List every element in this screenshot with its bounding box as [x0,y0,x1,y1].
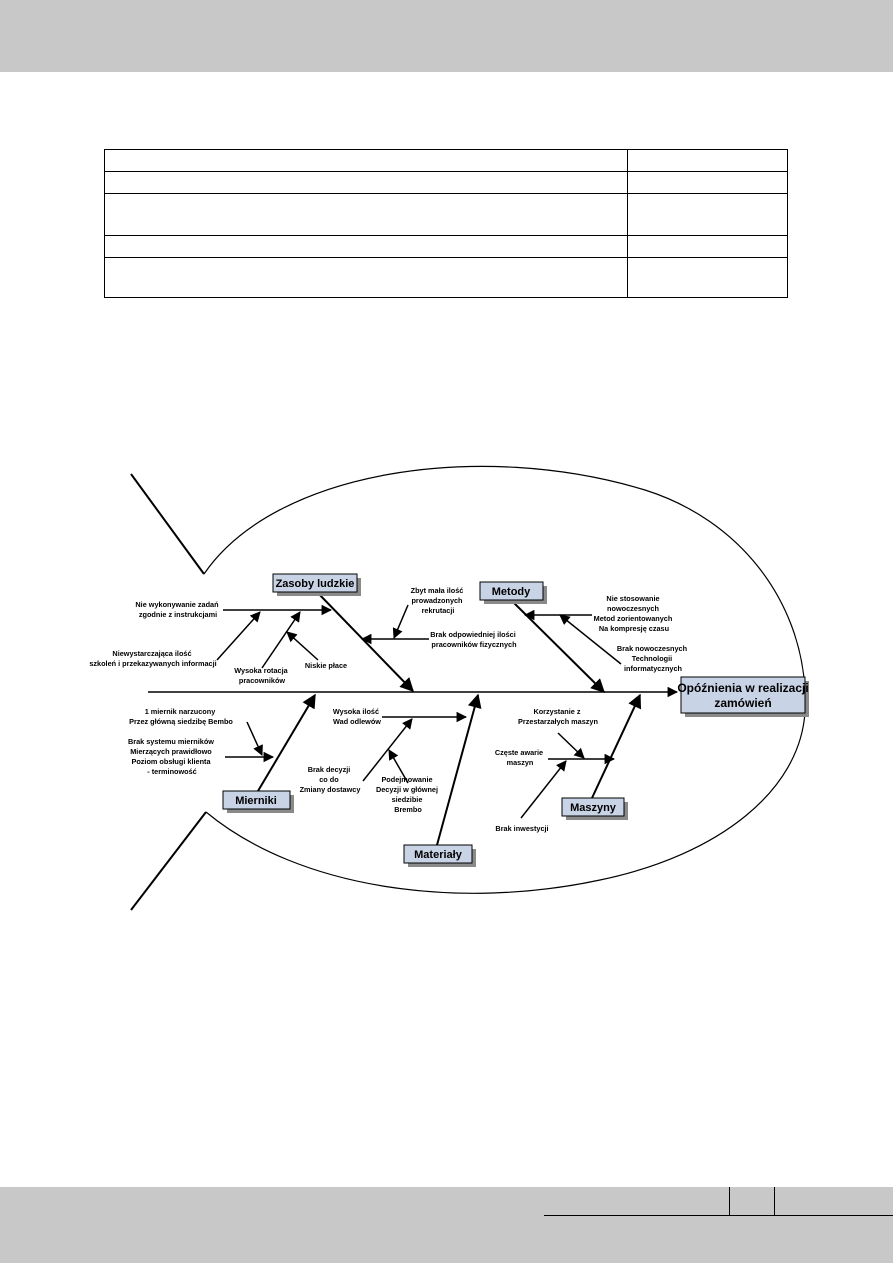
bone-zasoby [315,590,414,693]
footer-rule [544,1215,893,1216]
arrow-niewystarczajaca [216,611,261,661]
category-zasoby-label: Zasoby ludzkie [276,578,355,590]
empty-table [104,149,788,298]
cause-wysoka-rotacja: Wysoka rotacja pracowników [234,666,289,685]
cause-brak-odpowiedniej: Brak odpowiedniej ilości pracowników fiz… [430,630,518,649]
arrow-niskie-place [286,631,319,661]
cause-korzystanie: Korzystanie z Przestarzałych maszyn [518,707,598,726]
effect-box: Opóźnienia w realizacji zamówień [677,676,809,717]
table-row [104,193,788,236]
arrow-brak-nowoczesnych [559,614,622,665]
arrow-brak-inwestycji [520,760,567,819]
fish-body-bottom [205,711,806,894]
bone-materialy [436,693,482,846]
table-row [104,257,788,298]
category-metody-box: Metody [479,581,547,604]
fish-tail-bottom [130,811,207,911]
table-cell [104,193,628,236]
cause-zbyt-mala: Zbyt mała ilość prowadzonych rekrutacji [411,586,466,615]
fish-body-top [203,465,806,691]
arrow-wysoka-rotacja [261,611,301,669]
cause-brak-systemu: Brak systemu mierników Mierzących prawid… [128,737,216,776]
arrow-zbyt-mala [392,604,409,639]
cause-nie-stosowanie: Nie stosowanie nowoczesnych Metod zorien… [594,594,675,633]
effect-line-1: Opóźnienia w realizacji [677,681,808,695]
effect-line-2: zamówień [714,696,771,710]
arrow-korzystanie [557,732,585,759]
cause-brak-decyzji: Brak decyzji co do Zmiany dostawcy [300,765,362,794]
cause-jeden-miernik: 1 miernik narzucony Przez główną siedzib… [129,707,233,726]
cause-nie-wykonywanie: Nie wykonywanie zadań zgodnie z instrukc… [135,600,220,619]
bone-maszyny [591,693,642,799]
arrow-podejmowanie [388,749,409,784]
arrow-brak-decyzji [362,718,413,782]
fish-tail-top [130,473,205,575]
cause-brak-inwestycji: Brak inwestycji [495,824,548,833]
bone-mierniki [257,693,316,792]
category-materialy-label: Materiały [414,849,463,861]
table-cell [104,257,628,298]
category-zasoby-box: Zasoby ludzkie [272,573,361,596]
cause-wysoka-ilosc: Wysoka ilość Wad odlewów [333,707,381,726]
cause-niskie-place: Niskie płace [305,661,347,670]
category-maszyny-box: Maszyny [561,797,628,820]
page-number-box [729,1187,775,1215]
category-maszyny-label: Maszyny [570,802,617,814]
cause-brak-nowoczesnych: Brak nowoczesnych Technologii informatyc… [617,644,689,673]
cause-niewystarczajaca: Niewystarczająca ilość szkoleń i przekaz… [89,649,216,668]
category-mierniki-label: Mierniki [235,795,277,807]
category-mierniki-box: Mierniki [222,790,294,813]
cause-podejmowanie: Podejmowanie Decyzji w głównej siedzibie… [376,775,440,814]
table-cell [627,257,788,298]
category-metody-label: Metody [492,586,531,598]
table-row [104,149,788,172]
page-header-band [0,0,893,72]
cause-czeste-awarie: Częste awarie maszyn [495,748,545,767]
category-materialy-box: Materiały [403,844,476,867]
arrow-jeden-miernik [246,721,263,756]
